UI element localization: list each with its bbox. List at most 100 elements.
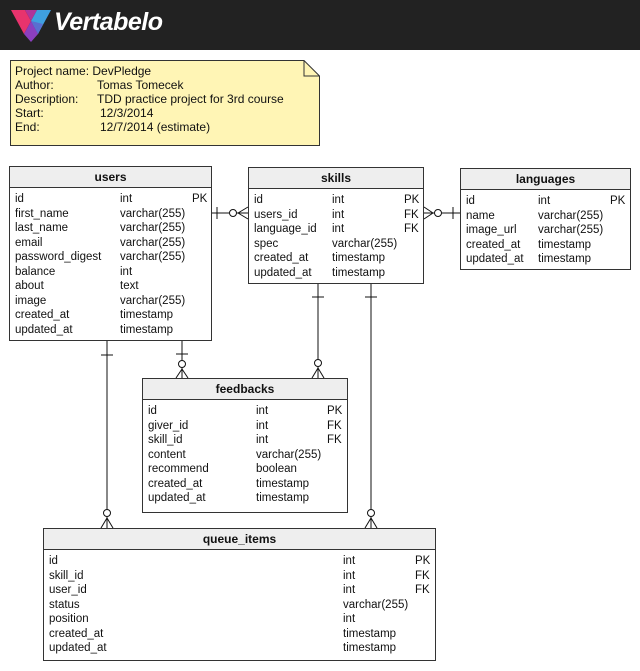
note-start: Start:12/3/2014	[15, 106, 153, 120]
column-name: id	[254, 194, 263, 206]
column-type: timestamp	[332, 266, 386, 279]
table-column-row: updated_at timestamp	[10, 323, 211, 338]
author-value: Tomas Tomecek	[97, 78, 184, 92]
column-key: PK	[415, 555, 431, 567]
column-name: balance	[15, 265, 56, 278]
column-type: varchar(255)	[120, 236, 186, 249]
column-key: PK	[327, 405, 343, 417]
column-name: users_id	[254, 208, 298, 221]
column-key: FK	[415, 584, 430, 596]
end-label: End:	[15, 120, 40, 134]
table-column-row: users_id int FK	[249, 208, 423, 223]
table-column-row: user_id int FK	[44, 583, 435, 598]
column-name: updated_at	[466, 253, 524, 265]
table-column-row: id int PK	[143, 404, 347, 419]
column-name: last_name	[15, 222, 69, 234]
column-type: int	[120, 193, 133, 205]
column-name: language_id	[254, 223, 317, 235]
note-end: End:12/7/2014 (estimate)	[15, 120, 210, 134]
column-name: email	[15, 236, 43, 249]
column-name: status	[49, 598, 80, 611]
column-name: about	[15, 280, 44, 292]
column-type: int	[256, 434, 269, 446]
column-type: int	[332, 194, 345, 206]
column-key: FK	[404, 223, 419, 235]
table-queue-items-title: queue_items	[44, 529, 435, 550]
column-name: id	[466, 195, 475, 207]
column-key: PK	[610, 195, 626, 207]
column-type: int	[343, 584, 356, 596]
start-label: Start:	[15, 106, 44, 120]
column-key: PK	[192, 193, 208, 205]
column-name: id	[15, 193, 24, 205]
column-name: name	[466, 209, 495, 222]
table-skills-title: skills	[249, 168, 423, 189]
note-project-name: Project name: DevPledge	[15, 64, 151, 78]
note-shape	[10, 60, 320, 146]
column-type: varchar(255)	[538, 209, 604, 222]
column-key: FK	[327, 419, 342, 432]
project-info-note: Project name: DevPledge Author:Tomas Tom…	[10, 60, 320, 146]
column-type: timestamp	[256, 492, 310, 504]
column-name: id	[148, 405, 157, 417]
column-name: id	[49, 555, 58, 567]
column-name: content	[148, 448, 186, 461]
column-key: FK	[415, 569, 430, 582]
column-name: created_at	[15, 309, 70, 321]
column-type: varchar(255)	[120, 207, 186, 220]
column-type: varchar(255)	[332, 237, 398, 250]
column-type: int	[343, 555, 356, 567]
column-type: timestamp	[120, 323, 174, 336]
column-type: int	[256, 419, 269, 432]
column-type: int	[343, 569, 356, 582]
vertabelo-logo-icon	[11, 10, 51, 42]
column-name: created_at	[466, 238, 521, 251]
project-name-value: DevPledge	[92, 64, 152, 78]
column-type: int	[256, 405, 269, 417]
app-header: Vertabelo	[0, 0, 640, 50]
column-name: updated_at	[148, 492, 206, 504]
column-name: image	[15, 294, 47, 307]
table-column-row: giver_id int FK	[143, 419, 347, 434]
column-name: giver_id	[148, 419, 189, 432]
column-type: text	[120, 280, 139, 292]
column-type: timestamp	[332, 252, 386, 264]
column-type: timestamp	[538, 253, 592, 265]
column-type: boolean	[256, 463, 297, 475]
column-name: updated_at	[254, 266, 312, 279]
table-languages-title: languages	[461, 169, 630, 190]
column-type: timestamp	[120, 309, 174, 321]
column-key: FK	[404, 208, 419, 221]
column-name: user_id	[49, 584, 87, 596]
table-feedbacks-title: feedbacks	[143, 379, 347, 400]
column-name: updated_at	[49, 642, 107, 654]
column-name: updated_at	[15, 323, 73, 336]
table-column-row: updated_at timestamp	[249, 266, 423, 281]
column-type: int	[332, 208, 345, 221]
column-key: PK	[404, 194, 420, 206]
table-column-row: id int PK	[10, 192, 211, 207]
column-name: recommend	[148, 463, 209, 475]
table-column-row: updated_at timestamp	[461, 252, 630, 267]
note-description: Description:TDD practice project for 3rd…	[15, 92, 284, 106]
